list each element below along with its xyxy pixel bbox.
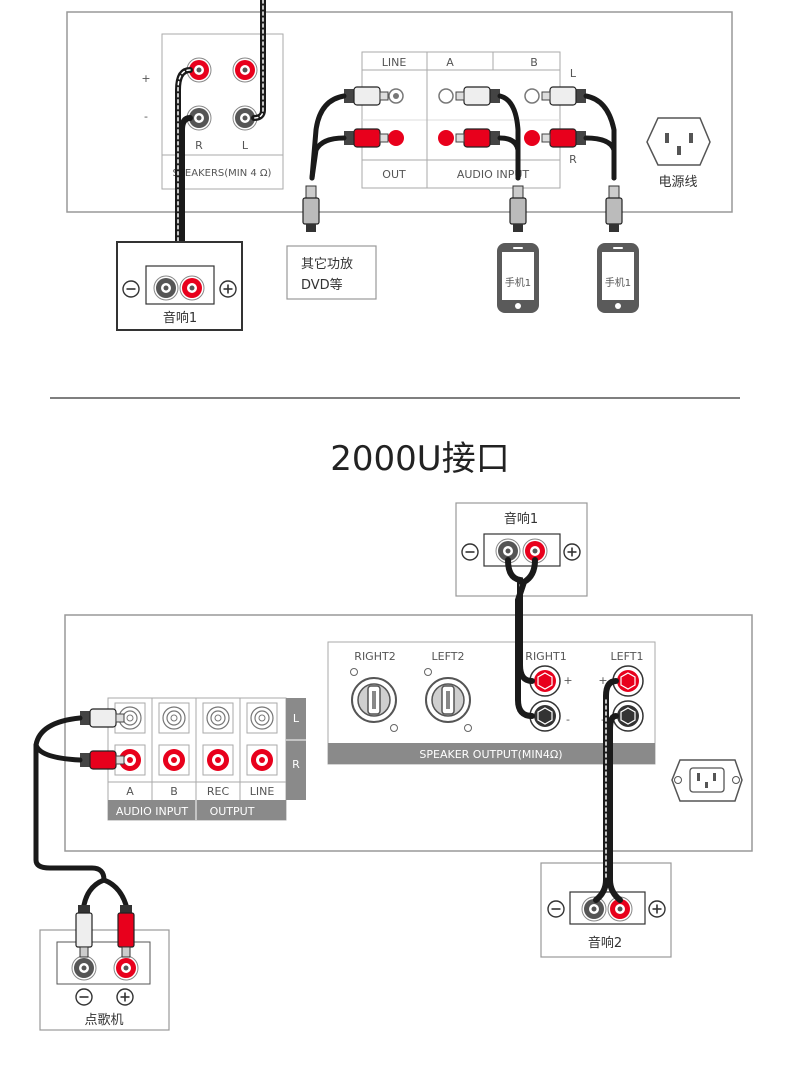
speakers-l-label: L [242,139,249,152]
bottom-output-label: OUTPUT [210,805,255,818]
bottom-speaker2-label: 音响2 [588,935,622,951]
col-rec-label: REC [207,785,230,798]
top-speaker1-label: 音响1 [163,310,197,326]
rec-r-jack [202,744,234,776]
bottom-audio-input-label: AUDIO INPUT [116,805,189,818]
rec-l-jack [202,702,234,734]
input-side-l-label: L [293,712,300,725]
karaoke-r-jack [113,955,139,981]
right1-plus-sign: + [563,674,572,687]
line-audio-input-block: LINE A B OUT AUDIO INPUT [343,51,587,189]
karaoke-white-plug [75,905,93,958]
top-speaker1-minus-jack [153,275,179,301]
other-amp-line2: DVD等 [301,277,343,293]
minus-icon [122,280,140,298]
minus-icon [461,543,479,561]
minus-icon [75,988,93,1006]
power-cord-label: 电源线 [658,175,697,190]
col-b-label: B [170,785,178,798]
karaoke-red-plug [117,905,135,958]
karaoke-box: 点歌机 [39,929,170,1031]
speakers-r-label: R [195,139,203,152]
right1-minus-sign: - [566,713,570,726]
right1-label: RIGHT1 [525,650,566,663]
audio-input-label: AUDIO INPUT [457,168,530,181]
plus-icon [116,988,134,1006]
bottom-cables [33,557,623,908]
plus-icon [219,280,237,298]
speaker-output-block: SPEAKER OUTPUT(MIN4Ω) RIGHT2 LEFT2 RIGHT… [327,641,656,765]
karaoke-label: 点歌机 [84,1013,123,1028]
karaoke-l-jack [71,955,97,981]
plus-icon [648,900,666,918]
bottom-amplifier-panel: SPEAKER OUTPUT(MIN4Ω) RIGHT2 LEFT2 RIGHT… [64,614,753,852]
col-line-label: LINE [250,785,275,798]
bottom-speaker1-box: 音响1 [455,502,588,597]
plus-sign-label: + [141,72,150,85]
phone1-label: 手机1 [505,276,531,289]
power-socket-icon [671,759,743,802]
minus-icon [547,900,565,918]
speaker-l-plus-jack [232,57,258,83]
power-socket-icon [646,117,711,166]
right2-label: RIGHT2 [354,650,395,663]
plus-icon [563,543,581,561]
out-label: OUT [382,168,406,181]
input-b-l-jack [158,702,190,734]
phone2: 手机1 [597,243,639,313]
top-speaker1-plus-jack [179,275,205,301]
line-label: LINE [382,56,407,69]
line-l-jack [246,702,278,734]
left2-label: LEFT2 [432,650,465,663]
input-b-r-jack [158,744,190,776]
minus-sign-label: - [144,110,148,123]
input-b-label: B [530,56,538,69]
top-amplifier-panel: R L SPEAKERS(MIN 4 Ω) + - LINE A B OUT A… [66,11,733,213]
left1-label: LEFT1 [611,650,644,663]
section-title: 2000U接口 [330,439,509,479]
top-speaker1-box: 音响1 [116,241,243,331]
other-amp-box: 其它功放 DVD等 [286,245,377,300]
other-amp-line1: 其它功放 [301,256,353,272]
speaker-output-label: SPEAKER OUTPUT(MIN4Ω) [419,748,562,761]
speakers-min-label: SPEAKERS(MIN 4 Ω) [173,168,272,179]
input-a-label: A [446,56,454,69]
phone1: 手机1 [497,243,539,313]
phone2-label: 手机1 [605,276,631,289]
side-r-label: R [569,153,577,166]
side-l-label: L [570,67,577,80]
col-a-label: A [126,785,134,798]
audio-input-block: L R AUDIO INPUT OUTPUT A B REC LINE [79,697,306,821]
line-r-jack [246,744,278,776]
left1-plus-sign: + [598,674,607,687]
bottom-speaker1-label: 音响1 [504,511,538,527]
input-side-r-label: R [292,758,300,771]
